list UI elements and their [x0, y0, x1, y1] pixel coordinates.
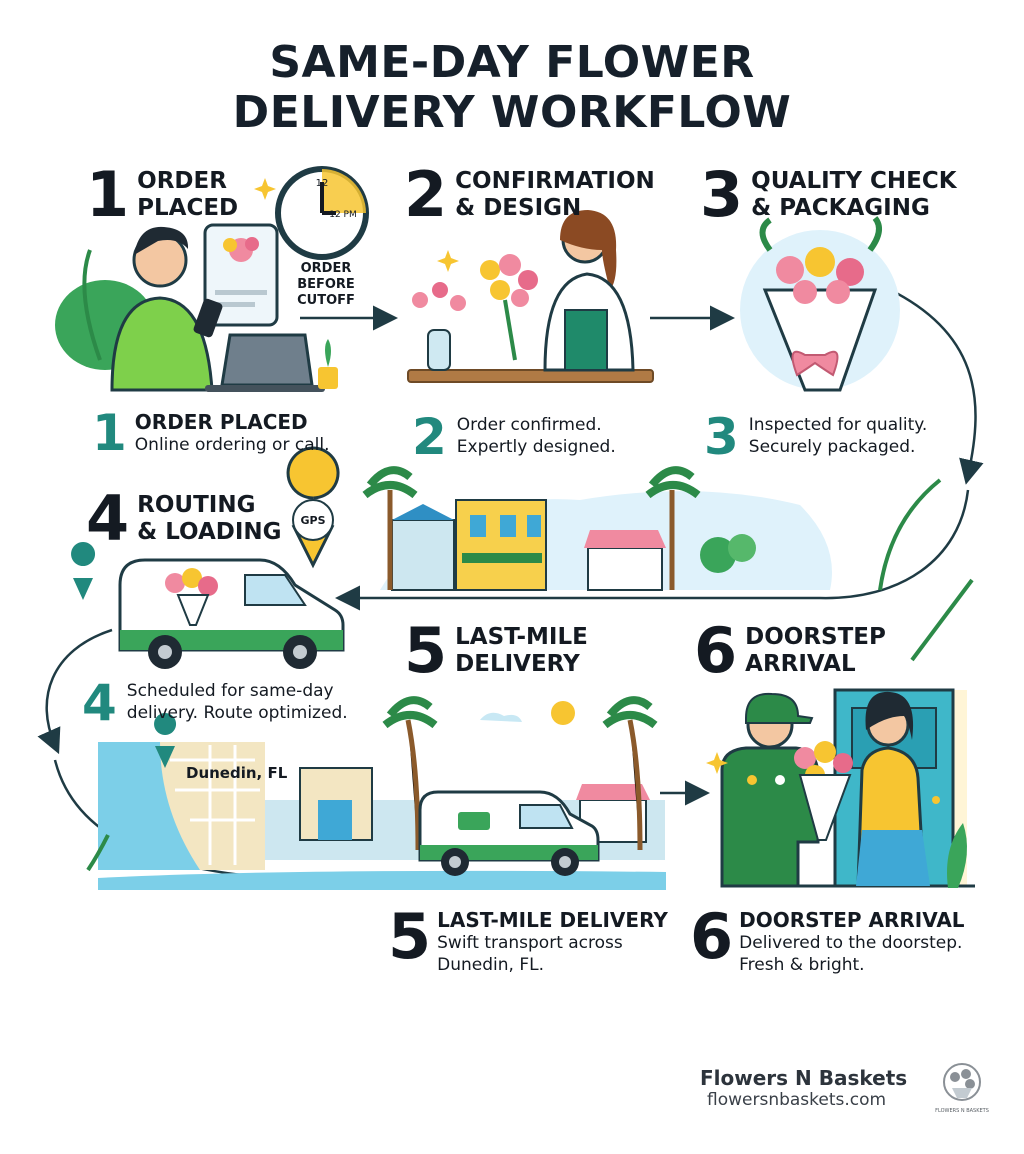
step-4-caption-line-1: Scheduled for same-day	[127, 680, 348, 702]
laptop-icon	[222, 335, 312, 385]
step-5-caption-line-2: Dunedin, FL.	[437, 954, 668, 976]
step-1-header: 1 ORDER PLACED	[86, 166, 238, 224]
step-1-caption-title: ORDER PLACED	[135, 410, 330, 434]
step-4-number: 4	[86, 490, 129, 548]
step-5-caption-title: LAST-MILE DELIVERY	[437, 908, 668, 932]
step-2-heading-line-2: & DESIGN	[455, 195, 655, 222]
step-6-caption-line-2: Fresh & bright.	[739, 954, 964, 976]
step-4-caption-number: 4	[82, 680, 117, 726]
sun-icon	[551, 701, 575, 725]
step-3-number: 3	[700, 166, 743, 224]
step-6-heading-line-2: ARRIVAL	[745, 651, 886, 678]
step-6-caption-title: DOORSTEP ARRIVAL	[739, 908, 964, 932]
step-1-number: 1	[86, 166, 129, 224]
delivery-van-loading	[120, 560, 343, 669]
step-1-caption: 1 ORDER PLACED Online ordering or call.	[92, 410, 329, 456]
step-5-number: 5	[404, 622, 447, 680]
step-4-header: 4 ROUTING & LOADING	[86, 490, 282, 548]
step-3-header: 3 QUALITY CHECK & PACKAGING	[700, 166, 957, 224]
cutoff-note-2: BEFORE	[297, 277, 355, 292]
step-2-caption-line-1: Order confirmed.	[457, 414, 616, 436]
step-5-heading-line-2: DELIVERY	[455, 651, 588, 678]
step-2-caption-number: 2	[412, 414, 447, 460]
brand-logo-text: FLOWERS N BASKETS	[935, 1108, 989, 1114]
step-6-heading-line-1: DOORSTEP	[745, 624, 886, 651]
doorstep-scene	[722, 690, 975, 888]
step-6-caption-line-1: Delivered to the doorstep.	[739, 932, 964, 954]
brand-url[interactable]: flowersnbaskets.com	[707, 1090, 886, 1110]
cutoff-note-3: CUTOFF	[297, 293, 355, 308]
step-4-heading-line-1: ROUTING	[137, 492, 281, 519]
step-6-header: 6 DOORSTEP ARRIVAL	[694, 622, 886, 680]
florist-apron	[565, 310, 607, 370]
gps-label: GPS	[300, 514, 325, 527]
map-location-label: Dunedin, FL	[186, 764, 288, 782]
brand-logo-icon: FLOWERS N BASKETS	[935, 1064, 989, 1114]
cloud-icon	[480, 713, 522, 722]
step-1-heading-line-1: ORDER	[137, 168, 238, 195]
step-4-caption-line-2: delivery. Route optimized.	[127, 702, 348, 724]
clock-time-label: 12 PM	[329, 210, 357, 220]
work-table	[408, 370, 653, 382]
cutoff-note-1: ORDER	[301, 261, 352, 276]
road-water-strip	[98, 871, 666, 890]
step-3-caption-line-2: Securely packaged.	[749, 436, 927, 458]
step-5-caption-number: 5	[388, 908, 431, 966]
step-4-heading-line-2: & LOADING	[137, 519, 281, 546]
step-5-caption: 5 LAST-MILE DELIVERY Swift transport acr…	[388, 908, 668, 976]
step-3-caption-number: 3	[704, 414, 739, 460]
clock-top-label: 12	[316, 178, 329, 189]
step-3-heading-line-2: & PACKAGING	[751, 195, 956, 222]
step-2-caption: 2 Order confirmed. Expertly designed.	[412, 414, 616, 460]
packaging-scene	[740, 218, 900, 390]
design-scene	[408, 210, 653, 382]
step-6-caption-number: 6	[690, 908, 733, 966]
step-3-caption-line-1: Inspected for quality.	[749, 414, 927, 436]
step-4-caption: 4 Scheduled for same-day delivery. Route…	[82, 680, 348, 726]
step-6-number: 6	[694, 622, 737, 680]
courier-cap	[746, 694, 812, 723]
flower-vase	[428, 330, 450, 370]
step-5-header: 5 LAST-MILE DELIVERY	[404, 622, 588, 680]
town-building-1	[392, 520, 454, 590]
step-2-header: 2 CONFIRMATION & DESIGN	[404, 166, 655, 224]
step-2-number: 2	[404, 166, 447, 224]
last-mile-scene: Dunedin, FL	[98, 700, 666, 890]
step-2-caption-line-2: Expertly designed.	[457, 436, 616, 458]
step-5-heading-line-1: LAST-MILE	[455, 624, 588, 651]
step-1-caption-number: 1	[92, 410, 127, 456]
step-6-caption: 6 DOORSTEP ARRIVAL Delivered to the door…	[690, 908, 965, 976]
van-logo-icon	[458, 812, 490, 830]
brand-name: Flowers N Baskets	[700, 1066, 907, 1090]
step-3-caption: 3 Inspected for quality. Securely packag…	[704, 414, 927, 460]
bouquet-in-progress	[480, 254, 538, 360]
town-building-3	[588, 548, 662, 590]
step-5-caption-line-1: Swift transport across	[437, 932, 668, 954]
step-3-heading-line-1: QUALITY CHECK	[751, 168, 956, 195]
step-1-caption-text: Online ordering or call.	[135, 434, 330, 456]
step-1-heading-line-2: PLACED	[137, 195, 238, 222]
town-building-2	[456, 500, 546, 590]
step-2-heading-line-1: CONFIRMATION	[455, 168, 655, 195]
